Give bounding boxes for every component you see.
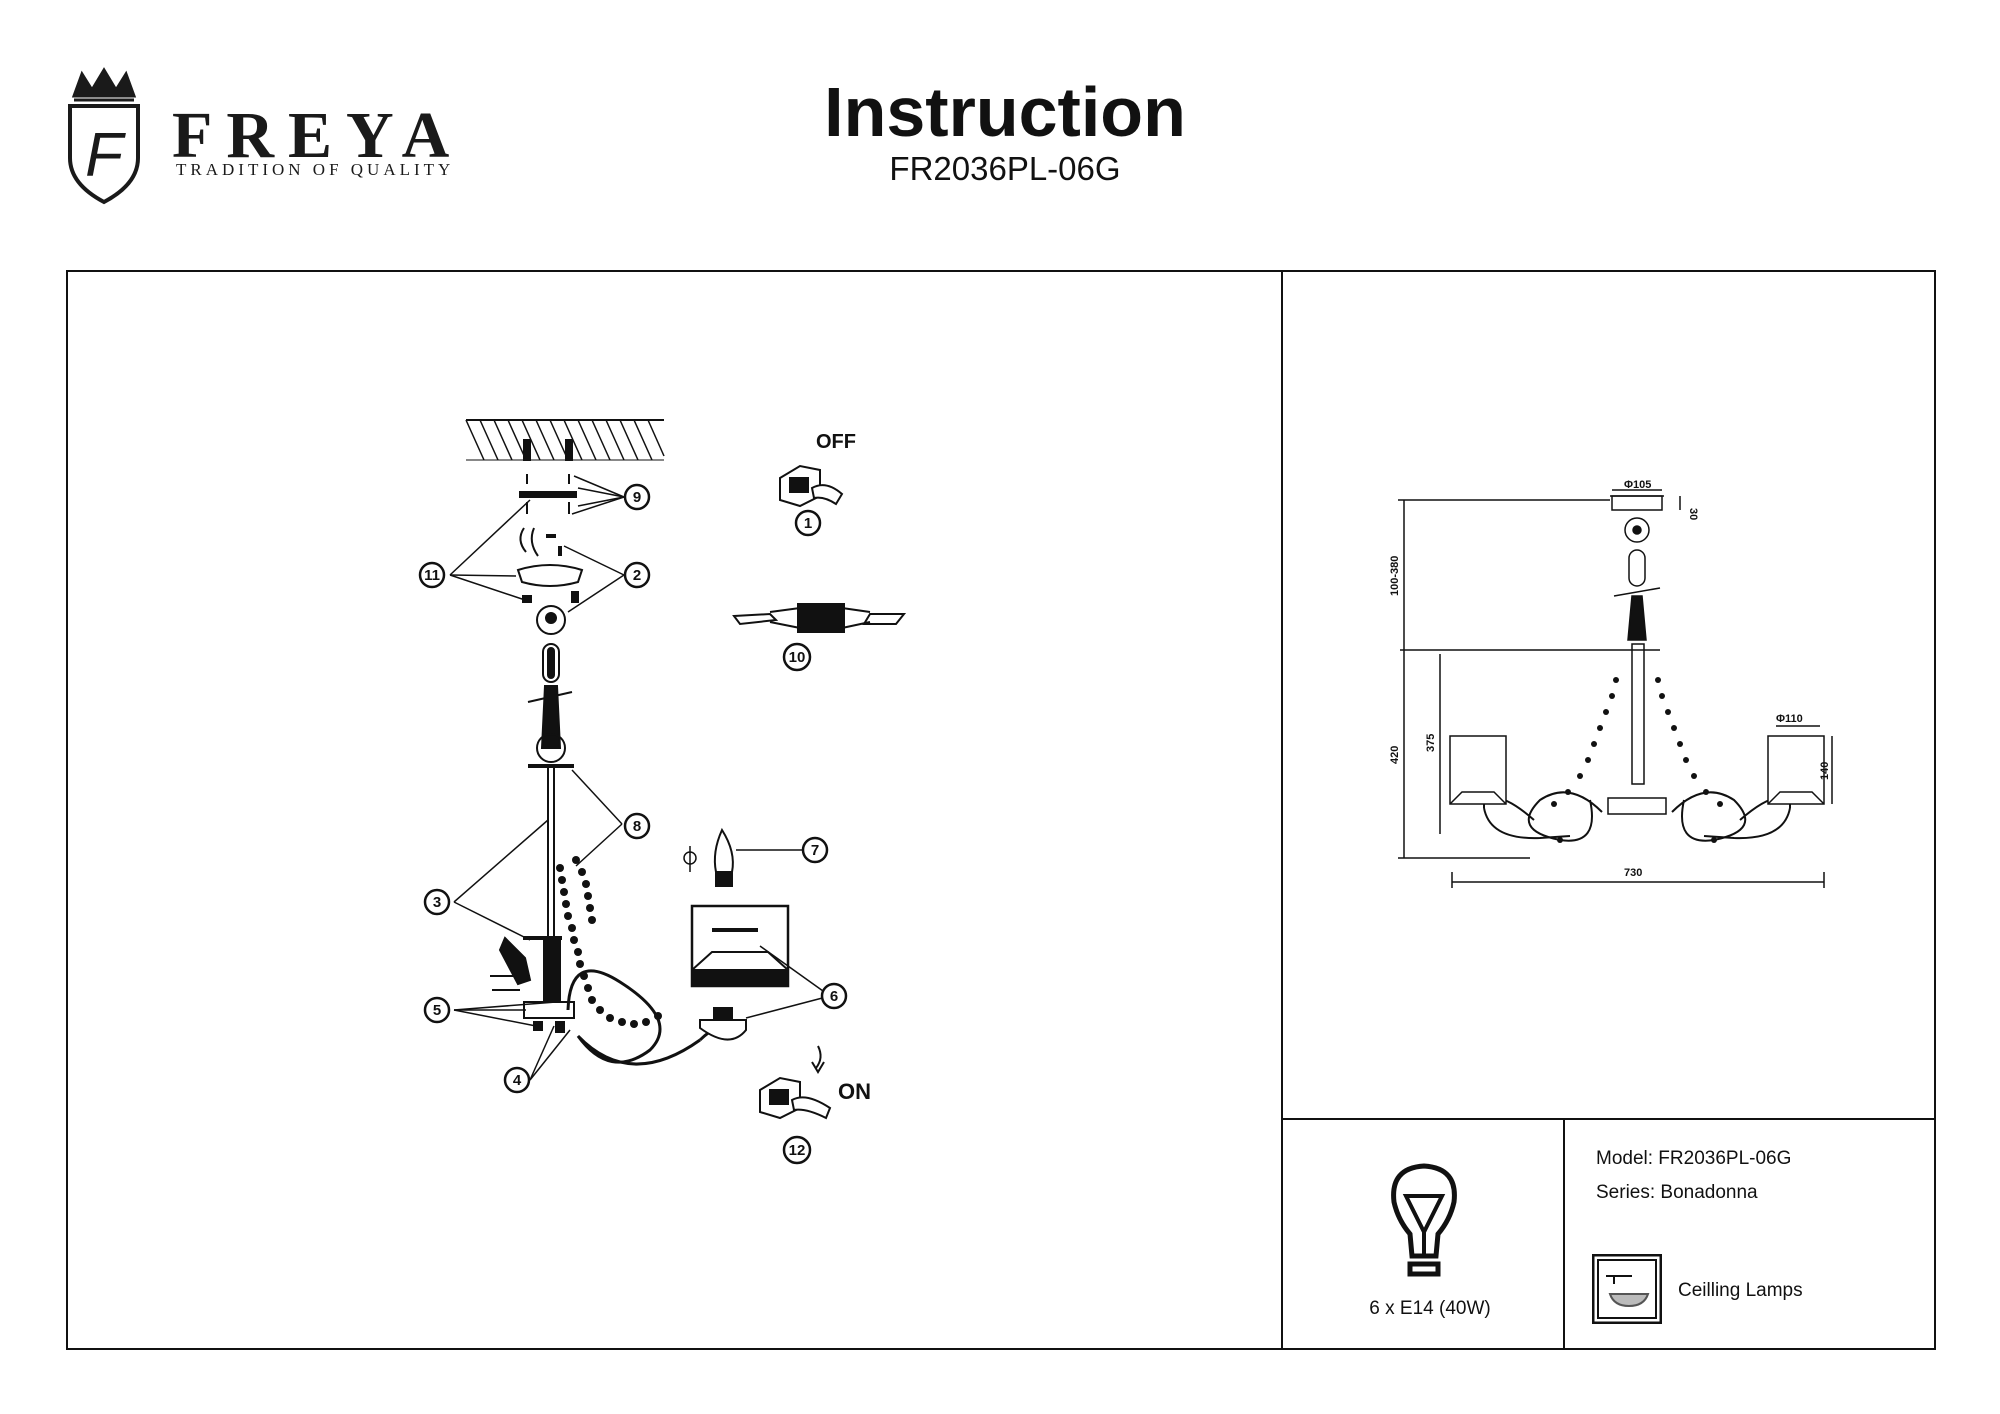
ceiling-hatch (465, 419, 665, 461)
step-10-label: 10 (789, 649, 806, 666)
step-5-label: 5 (433, 1002, 441, 1019)
step-12-label: 12 (789, 1142, 806, 1159)
dim-canopy-height: 30 (1687, 508, 1699, 520)
candle-bulb (683, 827, 734, 887)
step-8-label: 8 (633, 818, 641, 835)
light-bulb-icon (1391, 1163, 1457, 1277)
dim-shade-height: 140 (1819, 762, 1831, 780)
crown-shield-icon: F (68, 67, 140, 205)
chandelier-body (490, 764, 575, 1033)
divider-vertical-info (1563, 1118, 1565, 1350)
divider-vertical-main (1281, 270, 1283, 1350)
content-frame (66, 270, 1936, 1350)
chandelier-arm (566, 969, 701, 1066)
crystal-beads (556, 856, 662, 1028)
wall-switch-icon (779, 464, 844, 508)
step-3-label: 3 (433, 894, 441, 911)
step-7-label: 7 (811, 842, 819, 859)
dim-total-height: 420 (1389, 746, 1401, 764)
dim-canopy-diameter: Φ105 (1624, 479, 1651, 491)
divider-horizontal-info (1281, 1118, 1936, 1120)
brand-name: FREYA (172, 99, 464, 172)
step-9-label: 9 (633, 489, 641, 506)
step-4-label: 4 (513, 1072, 522, 1089)
wall-switch-icon (759, 1045, 832, 1120)
shield-icon (68, 104, 140, 205)
chain (527, 643, 573, 763)
step-11-label: 11 (424, 567, 440, 584)
step-2-label: 2 (633, 567, 641, 584)
dim-arm-height: 375 (1425, 734, 1437, 752)
bulb-spec: 6 x E14 (40W) (1369, 1298, 1491, 1319)
brand-tagline: TRADITION OF QUALITY (176, 160, 455, 179)
hand-icon (790, 1096, 832, 1120)
step-1-label: 1 (804, 515, 812, 532)
page-title: Instruction (824, 73, 1186, 151)
ceiling-lamp-icon (1592, 1254, 1662, 1324)
category-label: Ceilling Lamps (1678, 1280, 1803, 1301)
on-label: ON (838, 1079, 871, 1104)
socket-cup (699, 1019, 747, 1041)
model-line: Model: FR2036PL-06G (1596, 1148, 1792, 1169)
mounting-bar (519, 474, 577, 557)
lamp-shade (690, 904, 790, 988)
model-code: FR2036PL-06G (889, 150, 1121, 187)
dim-total-width: 730 (1624, 867, 1642, 879)
canopy (516, 564, 584, 635)
dim-shade-diameter: Φ110 (1776, 713, 1803, 725)
off-label: OFF (816, 431, 856, 453)
callout-leaders (449, 475, 831, 1081)
wire-connector (732, 603, 907, 633)
hand-icon (810, 484, 844, 506)
dim-chain-length: 100-380 (1389, 556, 1401, 596)
step-6-label: 6 (830, 988, 838, 1005)
monogram: F (85, 121, 126, 190)
crown-icon (71, 67, 137, 102)
brand-logo: F FREYA TRADITION OF QUALITY (64, 66, 484, 206)
series-line: Series: Bonadonna (1596, 1182, 1758, 1203)
